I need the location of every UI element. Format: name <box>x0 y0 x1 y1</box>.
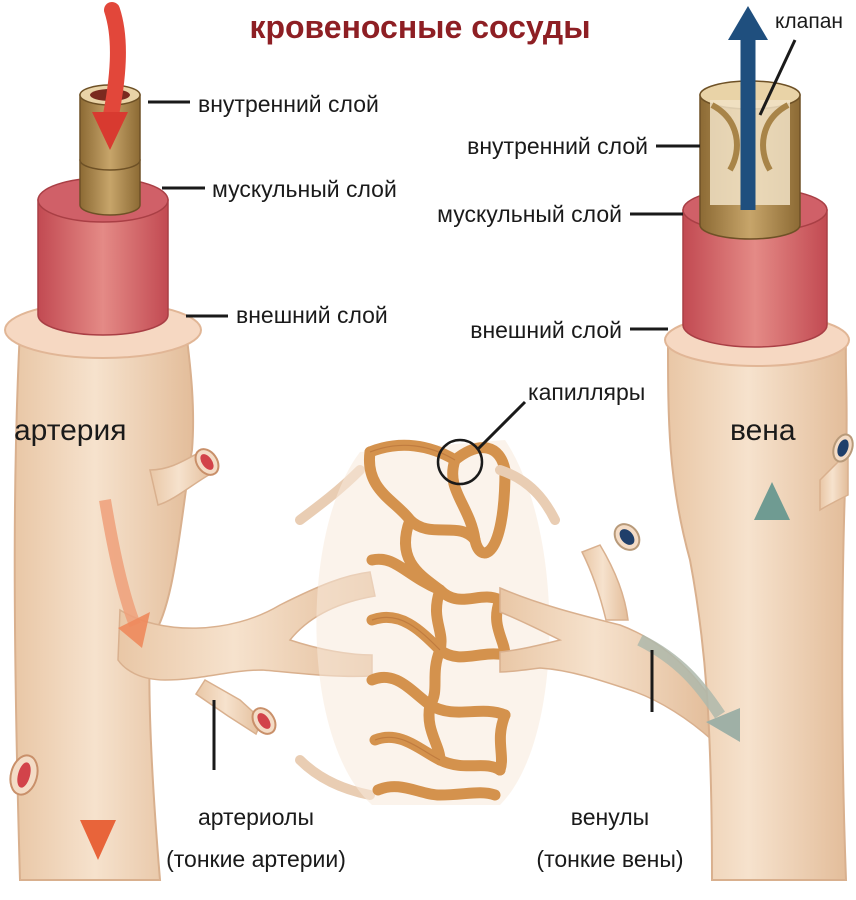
artery-outer-layer-label: внешний слой <box>236 302 388 328</box>
diagram-title: кровеносные сосуды <box>249 9 590 45</box>
arterioles-label: артериолы <box>198 804 314 830</box>
vein-muscle-layer-label: мускульный слой <box>437 201 622 227</box>
venules-sublabel: (тонкие вены) <box>536 846 683 872</box>
venules-label: венулы <box>571 804 649 830</box>
artery-vessel <box>5 302 223 880</box>
arterioles-sublabel: (тонкие артерии) <box>166 846 346 872</box>
artery-label: артерия <box>14 414 127 447</box>
artery-inner-layer-label: внутренний слой <box>198 91 379 117</box>
capillary-bed <box>316 440 549 805</box>
vein-label: вена <box>730 414 796 447</box>
vein-inner-layer-label: внутренний слой <box>467 133 648 159</box>
capillaries-label: капилляры <box>528 379 645 405</box>
arterial-inflow-arrow <box>110 10 118 120</box>
valve-label: клапан <box>775 10 843 33</box>
artery-muscle-layer-label: мускульный слой <box>212 176 397 202</box>
vein-vessel <box>665 314 856 880</box>
vein-outer-layer-label: внешний слой <box>470 317 622 343</box>
